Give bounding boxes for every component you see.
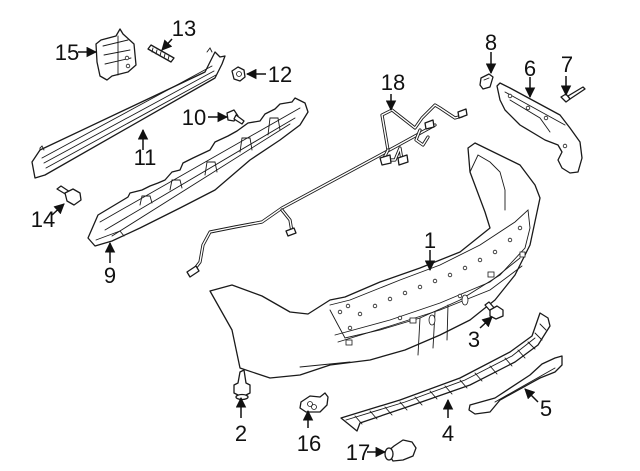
bracket-part[interactable] [95,28,137,81]
callout-3[interactable]: 3 [468,327,480,352]
callout-7[interactable]: 7 [561,52,573,77]
leader-5 [524,388,539,403]
screw-part[interactable] [560,86,586,103]
stud-part[interactable] [147,44,175,63]
leader-3 [479,316,493,329]
callout-5[interactable]: 5 [540,396,552,421]
park-sensor-part[interactable] [384,439,417,462]
leader-14 [51,203,65,216]
callout-15[interactable]: 15 [55,40,79,65]
bolt-part-14[interactable] [56,185,82,206]
callout-10[interactable]: 10 [182,105,206,130]
bolt-part-3[interactable] [484,301,504,320]
leader-13 [161,38,173,51]
callout-14[interactable]: 14 [31,207,55,232]
wiring-harness-part[interactable] [186,103,468,278]
callout-8[interactable]: 8 [485,30,497,55]
callout-17[interactable]: 17 [346,440,370,465]
energy-absorber-part[interactable] [87,97,309,247]
callout-13[interactable]: 13 [172,16,196,41]
bolt-part-10[interactable] [226,109,245,125]
callout-4[interactable]: 4 [442,421,454,446]
leader-lines [51,38,572,458]
callout-18[interactable]: 18 [381,70,405,95]
side-bracket-right-part[interactable] [468,355,563,415]
nut-part[interactable] [231,66,246,82]
push-pin-part[interactable] [233,369,251,401]
callout-9[interactable]: 9 [104,263,116,288]
clip-part[interactable] [299,392,329,413]
callout-16[interactable]: 16 [297,431,321,456]
callout-labels: 1 2 3 4 5 6 7 8 9 10 11 12 13 14 15 16 1… [31,16,573,465]
callout-12[interactable]: 12 [268,62,292,87]
callout-2[interactable]: 2 [235,421,247,446]
callout-11[interactable]: 11 [134,145,157,170]
callout-6[interactable]: 6 [524,56,536,81]
callout-1[interactable]: 1 [424,228,436,253]
clip-nut-part[interactable] [479,73,494,90]
bumper-cover-part[interactable] [209,142,541,379]
side-bracket-part[interactable] [496,82,583,174]
step-pad-part[interactable] [340,312,551,432]
impact-bar-part[interactable] [31,47,226,179]
